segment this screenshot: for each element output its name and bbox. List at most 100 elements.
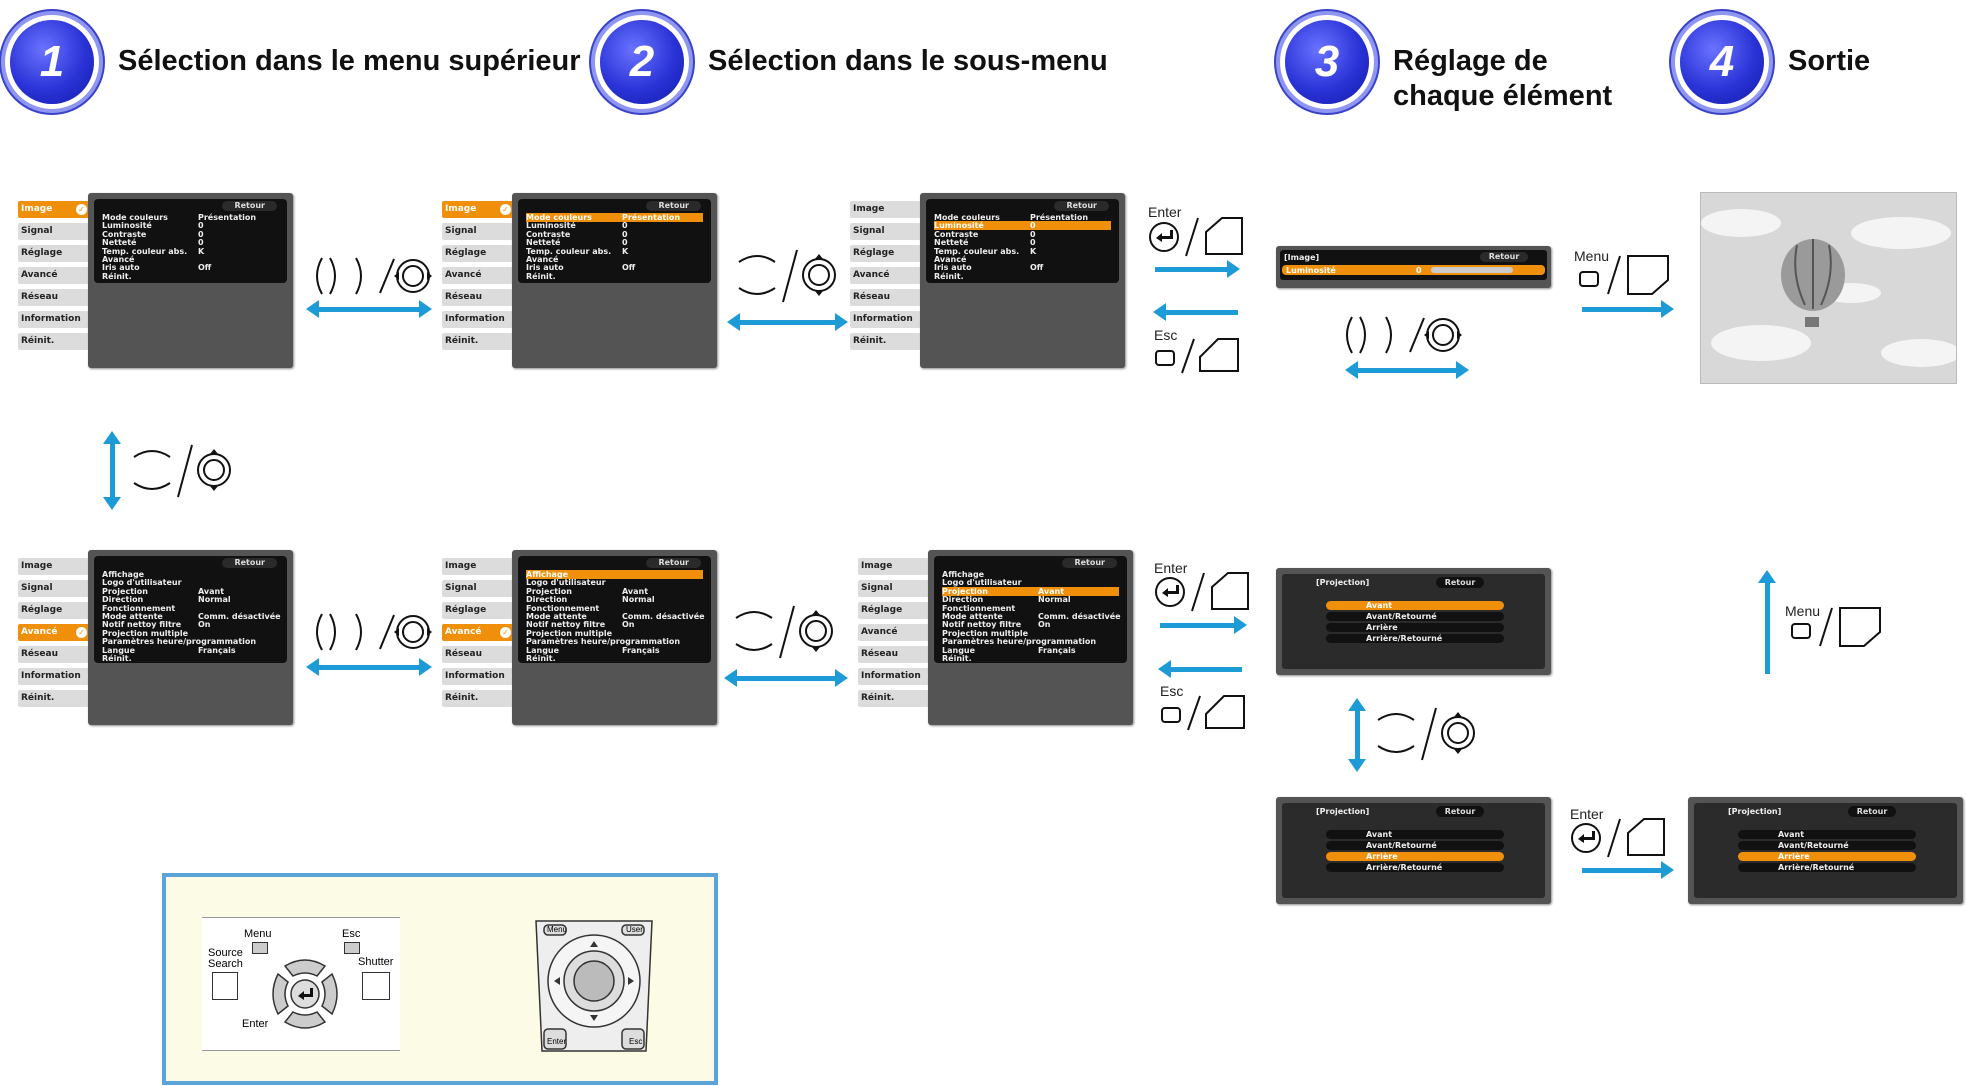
menu-item[interactable]: Réinit.	[526, 654, 556, 663]
menu-tab[interactable]: Signal	[850, 223, 922, 240]
menu-tab[interactable]: Réglage	[850, 245, 922, 262]
enter-key-icon[interactable]	[1146, 212, 1256, 267]
menu-button[interactable]	[252, 942, 268, 954]
menu-tab[interactable]: Réinit.	[442, 690, 514, 707]
shutter-button[interactable]	[362, 972, 390, 1000]
retour-button[interactable]: Retour	[1848, 806, 1896, 817]
projection-option[interactable]: Avant	[1738, 830, 1916, 839]
menu-item[interactable]: Logo d'utilisateur	[102, 578, 182, 588]
menu-item[interactable]: Projection multiple	[102, 628, 188, 638]
menu-tab[interactable]: Image	[18, 201, 90, 218]
menu-tab[interactable]: Information	[442, 311, 514, 328]
menu-tab[interactable]: Réglage	[18, 245, 90, 262]
menu-tab[interactable]: Réinit.	[18, 333, 90, 350]
menu-item[interactable]: Réinit.	[934, 271, 964, 281]
menu-item[interactable]: Affichage	[526, 570, 703, 579]
menu-tab[interactable]: Image	[442, 201, 514, 218]
menu-tab[interactable]: Réinit.	[18, 690, 90, 707]
menu-tab[interactable]: Information	[442, 668, 514, 685]
menu-item[interactable]: Paramètres heure/programmation	[942, 637, 1097, 647]
menu-tab[interactable]: Information	[858, 668, 930, 685]
menu-item[interactable]: Affichage	[102, 570, 145, 579]
esc-button[interactable]	[344, 942, 360, 954]
menu-tab[interactable]: Avancé	[858, 624, 930, 641]
menu-tab[interactable]: Information	[850, 311, 922, 328]
menu-tab[interactable]: Réseau	[442, 646, 514, 663]
menu-tab[interactable]: Réglage	[858, 602, 930, 619]
menu-item[interactable]: Fonctionnement	[526, 603, 600, 613]
menu-tab[interactable]: Avancé	[18, 624, 90, 641]
menu-tab[interactable]: Signal	[442, 580, 514, 597]
menu-tab[interactable]: Réinit.	[858, 690, 930, 707]
menu-item[interactable]: Projection multiple	[942, 628, 1028, 638]
menu-item[interactable]: Fonctionnement	[942, 603, 1016, 613]
projection-option[interactable]: Arrière/Retourné	[1326, 863, 1504, 872]
projection-option[interactable]: Avant/Retourné	[1738, 841, 1916, 850]
projection-option[interactable]: Arrière/Retourné	[1738, 863, 1916, 872]
projection-option[interactable]: Arrière	[1326, 623, 1504, 632]
retour-button[interactable]: Retour	[1054, 201, 1109, 211]
menu-tab[interactable]: Signal	[18, 223, 90, 240]
menu-tab[interactable]: Avancé	[442, 624, 514, 641]
menu-item[interactable]: Réinit.	[526, 271, 556, 281]
enter-key-icon[interactable]	[1152, 567, 1262, 622]
menu-tab[interactable]: Image	[858, 558, 930, 575]
retour-button[interactable]: Retour	[1062, 558, 1117, 568]
projection-option[interactable]: Arrière	[1738, 852, 1916, 861]
menu-tab[interactable]: Réglage	[442, 245, 514, 262]
menu-tab[interactable]: Information	[18, 668, 90, 685]
menu-item[interactable]: Réinit.	[942, 654, 972, 663]
menu-item[interactable]: Temp. couleur abs.K	[102, 246, 205, 256]
menu-item[interactable]: Paramètres heure/programmation	[526, 637, 681, 647]
menu-item[interactable]: Affichage	[942, 570, 985, 579]
menu-tab[interactable]: Réseau	[850, 289, 922, 306]
esc-key-icon[interactable]	[1158, 690, 1258, 739]
menu-item[interactable]: Avancé	[526, 255, 559, 264]
menu-tab[interactable]: Réseau	[442, 289, 514, 306]
menu-tab[interactable]: Image	[18, 558, 90, 575]
projection-option[interactable]: Avant	[1326, 601, 1504, 610]
menu-tab[interactable]: Avancé	[18, 267, 90, 284]
menu-item[interactable]: Avancé	[934, 255, 967, 264]
menu-item[interactable]: Logo d'utilisateur	[526, 578, 606, 588]
retour-button[interactable]: Retour	[646, 201, 701, 211]
retour-button[interactable]: Retour	[222, 201, 277, 211]
source-search-button[interactable]	[212, 972, 238, 1000]
projection-option[interactable]: Avant/Retourné	[1326, 612, 1504, 621]
menu-item[interactable]: Temp. couleur abs.K	[934, 246, 1037, 256]
menu-tab[interactable]: Réinit.	[850, 333, 922, 350]
menu-tab[interactable]: Réseau	[858, 646, 930, 663]
menu-tab[interactable]: Réseau	[18, 289, 90, 306]
projection-option[interactable]: Arrière	[1326, 852, 1504, 861]
menu-item[interactable]: Réinit.	[102, 271, 132, 281]
projection-option[interactable]: Avant/Retourné	[1326, 841, 1504, 850]
menu-tab[interactable]: Signal	[442, 223, 514, 240]
retour-button[interactable]: Retour	[1436, 806, 1484, 817]
direction-pad-icon[interactable]	[260, 944, 350, 1049]
luminosite-slider[interactable]	[1431, 267, 1513, 273]
retour-button[interactable]: Retour	[222, 558, 277, 568]
luminosite-dialog-retour[interactable]: Retour	[1480, 252, 1528, 262]
